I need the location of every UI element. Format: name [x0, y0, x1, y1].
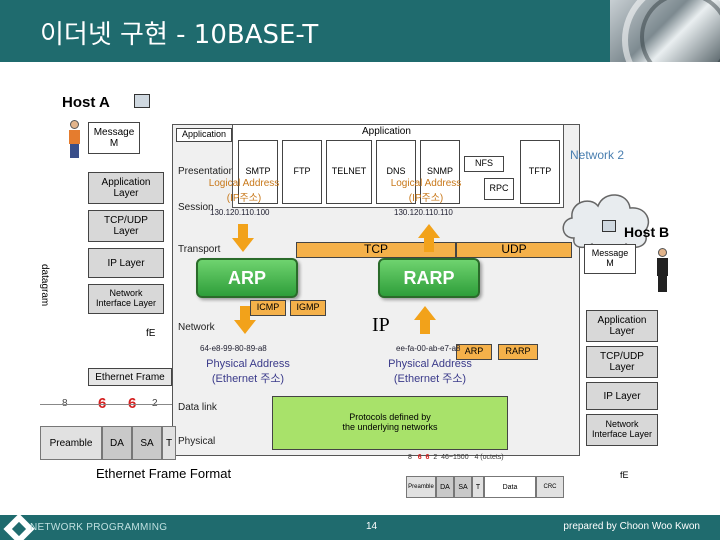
host-a-label: Host A	[62, 94, 110, 111]
physical-address-right: Physical Address (Ethernet 주소)	[388, 358, 472, 385]
ip-address-left: 130.120.110.100	[210, 208, 270, 217]
small-frame-da: DA	[436, 476, 454, 498]
ip-label: IP	[372, 314, 390, 336]
rarp-button[interactable]: RARP	[378, 258, 480, 298]
app-rpc: RPC	[484, 178, 514, 200]
osi-presentation: Presentation	[178, 166, 235, 177]
osi-session: Session	[178, 202, 214, 213]
person-icon	[68, 120, 80, 158]
slide-footer: NETWORK PROGRAMMING 14 prepared by Choon…	[0, 513, 720, 540]
small-frame-type: T	[472, 476, 484, 498]
left-network-interface-layer: Network Interface Layer	[88, 284, 164, 314]
frame-field-preamble: Preamble	[40, 426, 102, 460]
frame-field-sa: SA	[132, 426, 162, 460]
physical-address-left: Physical Address (Ethernet 주소)	[206, 358, 290, 385]
app-nfs: NFS	[464, 156, 504, 172]
app-telnet: TELNET	[326, 140, 372, 204]
network2-label: Network 2	[570, 148, 625, 162]
left-ip-layer: IP Layer	[88, 248, 164, 278]
underlying-protocols-box: Protocols defined by the underlying netw…	[272, 396, 508, 450]
arp-small-box: ARP	[456, 344, 492, 360]
osi-datalink: Data link	[178, 402, 217, 413]
icmp-box: ICMP	[250, 300, 286, 316]
frame-field-type: T	[162, 426, 176, 460]
app-tftp: TFTP	[520, 140, 560, 204]
small-frame-sa: SA	[454, 476, 472, 498]
diagram: Host A Message M Application Layer TCP/U…	[0, 62, 720, 515]
frame-size-6-b: 6	[128, 395, 136, 412]
ip-address-right: 130.120.110.110	[394, 208, 453, 217]
computer-icon	[134, 94, 150, 108]
osi-transport: Transport	[178, 244, 221, 255]
datagram-label: datagram	[39, 264, 50, 307]
app-snmp: SNMP	[420, 140, 460, 204]
left-fe-label: fE	[146, 328, 156, 339]
osi-application-tag: Application	[176, 128, 232, 142]
logical-address-right: Logical Address (IP주소)	[390, 178, 462, 204]
frame-size-rule	[40, 404, 172, 405]
frame-size-6-a: 6	[98, 395, 106, 412]
arp-button[interactable]: ARP	[196, 258, 298, 298]
frame-size-2: 2	[152, 398, 158, 409]
up-arrow-icon	[414, 306, 436, 334]
right-tcpudp-layer: TCP/UDP Layer	[586, 346, 658, 378]
footer-author: prepared by Choon Woo Kwon	[563, 521, 700, 532]
frame-size-8: 8	[62, 398, 68, 409]
left-application-layer: Application Layer	[88, 172, 164, 204]
small-frame-sizes: 8 6 6 2 46~1500 4 (octets)	[408, 454, 504, 461]
right-ip-layer: IP Layer	[586, 382, 658, 410]
host-b-label: Host B	[624, 224, 670, 240]
footer-course: NETWORK PROGRAMMING	[30, 522, 168, 533]
frame-field-da: DA	[102, 426, 132, 460]
down-arrow-icon	[234, 306, 256, 334]
person-icon	[656, 248, 668, 292]
logical-address-left: Logical Address (IP주소)	[208, 178, 280, 204]
right-network-interface-layer: Network Interface Layer	[586, 414, 658, 446]
left-ethernet-frame-box: Ethernet Frame	[88, 368, 172, 386]
application-header: Application	[362, 126, 411, 137]
tcp-box: TCP	[296, 242, 456, 258]
app-dns: DNS	[376, 140, 416, 204]
small-frame-preamble: Preamble	[406, 476, 436, 498]
rarp-small-box: RARP	[498, 344, 538, 360]
small-frame-data: Data	[484, 476, 536, 498]
right-message-box: Message M	[584, 244, 636, 274]
left-tcpudp-layer: TCP/UDP Layer	[88, 210, 164, 242]
app-smtp: SMTP	[238, 140, 278, 204]
udp-box: UDP	[456, 242, 572, 258]
left-message-box: Message M	[88, 122, 140, 154]
right-fe-label: fE	[620, 470, 629, 480]
right-application-layer: Application Layer	[586, 310, 658, 342]
frame-format-title: Ethernet Frame Format	[96, 466, 232, 481]
page-number: 14	[366, 521, 378, 532]
down-arrow-icon	[232, 224, 254, 252]
app-ftp: FTP	[282, 140, 322, 204]
igmp-box: IGMP	[290, 300, 326, 316]
small-frame-crc: CRC	[536, 476, 564, 498]
slide-title: 이더넷 구현 - 10BASE-T	[40, 20, 319, 50]
mac-address-right: ee-fa-00-ab-e7-a8	[396, 344, 461, 353]
slide-header: 이더넷 구현 - 10BASE-T	[0, 0, 720, 62]
up-arrow-icon	[418, 224, 440, 252]
computer-icon	[602, 220, 616, 232]
header-decoration	[610, 0, 720, 62]
osi-physical: Physical	[178, 436, 216, 447]
osi-network: Network	[178, 322, 215, 333]
mac-address-left: 64-e8-99-80-89-a8	[200, 344, 267, 353]
